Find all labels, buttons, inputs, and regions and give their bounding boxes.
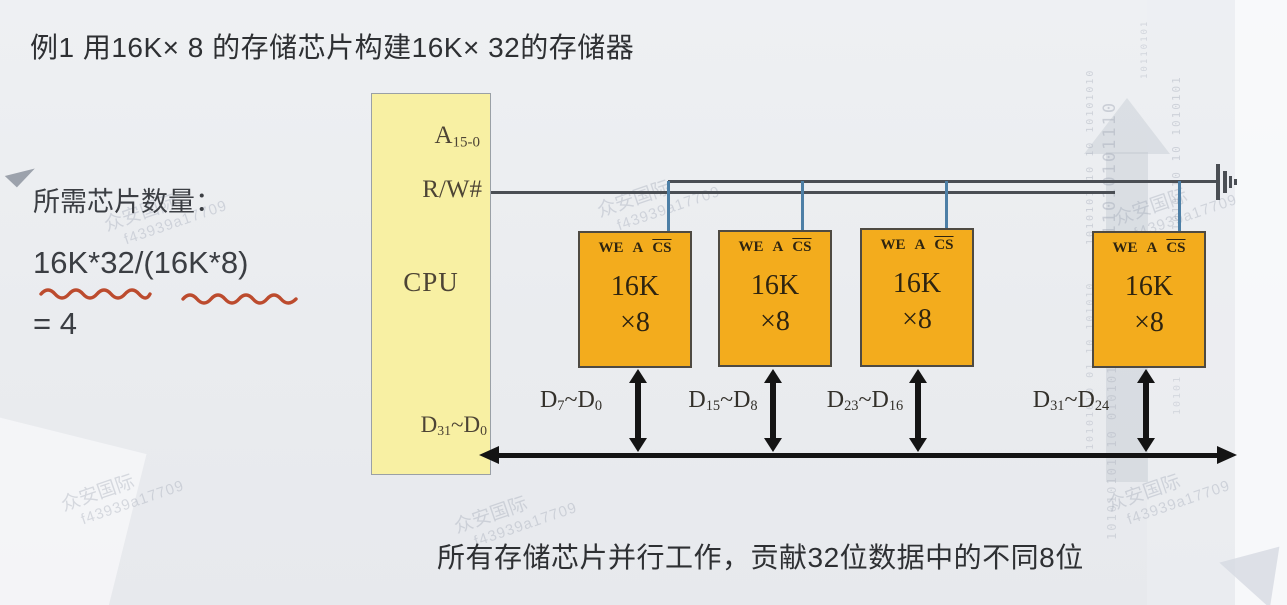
watermark-id: f43939a17709 [1124,477,1233,529]
bus-label-sub: 31 [1050,398,1065,415]
data-sub: 0 [480,423,487,439]
bus-label-base: D [733,387,751,413]
wavy-underline-icon [181,293,298,305]
wavy-underline-icon [39,288,152,300]
we-pin: WE [598,240,624,256]
background-arrow-head [1084,98,1170,154]
bus-label-base: D [577,387,595,413]
binary-column: 10110101 [1140,19,1150,79]
address-base: A [434,122,453,149]
bus-label-base: D [1032,387,1051,413]
bus-label-base: D [826,387,845,413]
bus-label-base: D [688,387,706,413]
cpu-box: A15-0 R/W# CPU D31~D0 [371,93,491,475]
data-base: D [463,412,481,437]
watermark-id: f43939a17709 [78,477,187,529]
chip-pin-label: WE A CS [862,237,972,254]
bus-label-sub: 7 [557,398,565,415]
background-arrow-corner [1219,523,1287,605]
chip-pin-label: WE A CS [720,239,830,256]
cs-pin: CS [1166,240,1186,256]
chip-width: ×8 [760,306,790,337]
we-pin: WE [880,237,906,253]
bus-label-3: D23~D16 [802,387,928,415]
watermark: 众安国际 f43939a17709 [58,457,187,535]
a-pin: A [632,240,644,256]
data-base: D [420,412,438,437]
cpu-data-label: D31~D0 [421,412,487,439]
a-pin: A [772,239,784,255]
cs-pin: CS [652,240,672,256]
bus-label-4: D31~D24 [1008,387,1134,415]
tilde: ~ [858,387,872,413]
watermark-text: 众安国际 [451,493,531,538]
cs-pin: CS [792,239,812,255]
chip-capacity: 16K [1124,271,1174,302]
annotation-result: = 4 [33,306,77,341]
a-pin: A [914,237,926,253]
memory-chip-1: WE A CS 16K ×8 [578,231,692,368]
chip-width: ×8 [902,304,932,335]
binary-column: 1010101 10 10 10101010 [1085,68,1096,245]
chip-width: ×8 [620,307,650,338]
tilde: ~ [564,387,578,413]
bus-label-sub: 23 [844,398,859,415]
watermark: 众安国际 f43939a17709 [1104,457,1233,535]
chip-capacity: 16K [610,271,660,302]
cs-pin: CS [934,237,954,253]
chip-select-drop-line [945,181,948,233]
bus-label-sub: 8 [750,398,758,415]
annotation-line1: 所需芯片数量： [33,187,222,217]
memory-chip-3: WE A CS 16K ×8 [860,228,974,367]
tilde: ~ [451,412,464,437]
bus-label-base: D [539,387,558,413]
chip-select-drop-line [801,181,804,233]
page-title: 例1 用16K× 8 的存储芯片构建16K× 32的存储器 [30,32,635,63]
chip-width: ×8 [1134,307,1164,338]
bus-label-sub: 24 [1094,398,1110,415]
bus-label-base: D [871,387,889,413]
bus-label-sub: 0 [594,398,603,415]
watermark: 众安国际 f43939a17709 [594,163,723,241]
chip-pin-label: WE A CS [1094,240,1204,257]
caption: 所有存储芯片并行工作，贡献32位数据中的不同8位 [437,542,1084,573]
bus-label-base: D [1077,387,1095,413]
we-pin: WE [1112,240,1138,256]
chip-select-drop-line [1178,181,1181,233]
chip-capacity: 16K [892,268,942,299]
bus-arrowhead-left-icon [479,446,499,464]
we-pin: WE [738,239,764,255]
annotation-formula: 16K*32/(16K*8) [33,245,249,280]
cpu-address-label: A15-0 [434,122,480,151]
a-pin: A [1146,240,1158,256]
tilde: ~ [1064,387,1078,413]
bus-label-sub: 16 [888,398,904,415]
cpu-rw-label: R/W# [422,176,482,203]
address-sub: 15-0 [452,134,481,151]
data-bus [497,453,1219,458]
binary-column: 0111010101110 [1100,25,1120,260]
background-band [1235,0,1287,605]
memory-chip-2: WE A CS 16K ×8 [718,230,832,367]
cpu-name-label: CPU [403,267,459,297]
bus-arrowhead-right-icon [1217,446,1237,464]
chip-capacity: 16K [750,270,800,301]
cs-line [668,180,1218,183]
data-sub: 31 [437,423,452,439]
bus-label-sub: 15 [705,398,721,415]
watermark-text: 众安国际 [58,471,138,516]
watermark-text: 众安国际 [1104,471,1184,516]
background-sheet [0,413,147,605]
bus-label-1: D7~D0 [515,387,627,415]
chip-pin-label: WE A CS [580,240,690,257]
tilde: ~ [720,387,734,413]
chip-select-drop-line [667,181,670,233]
memory-chip-4: WE A CS 16K ×8 [1092,231,1206,368]
bus-label-2: D15~D8 [663,387,783,415]
